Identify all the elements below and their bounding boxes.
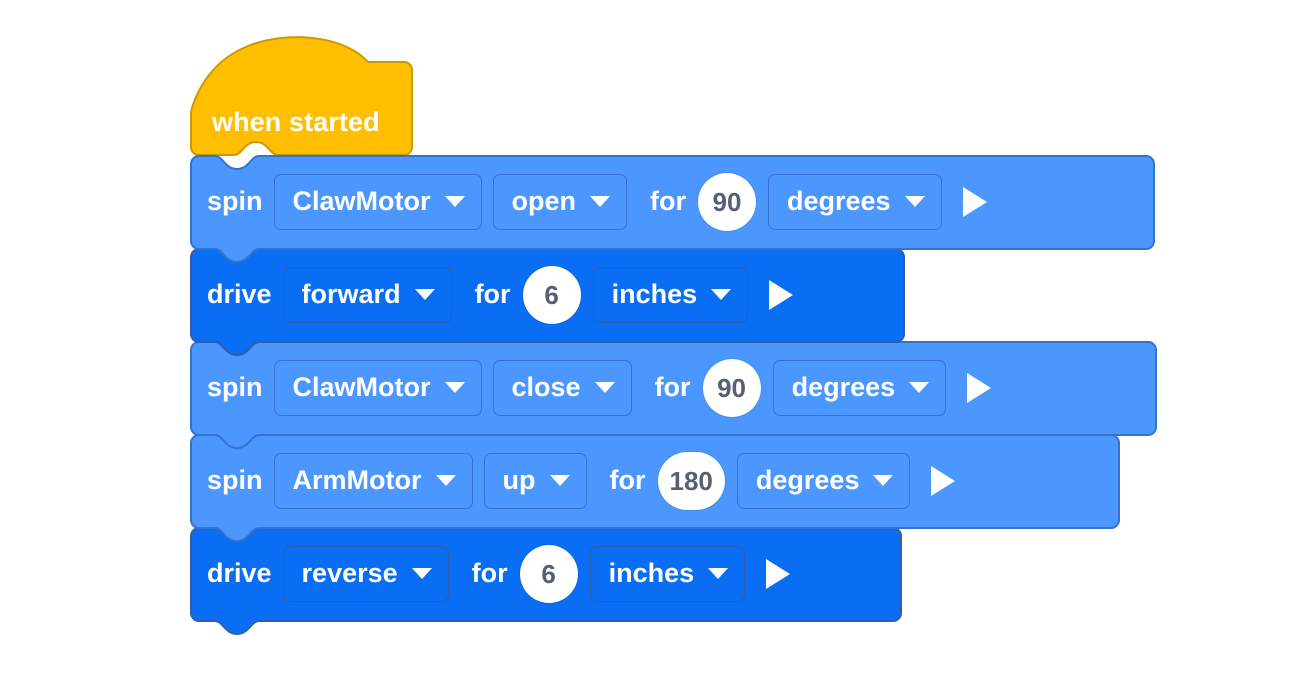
chevron-down-icon	[411, 568, 432, 579]
number-input-value: 180	[669, 465, 713, 496]
block-fields: drive forward for 6 inches	[190, 248, 807, 341]
hat-block-label: when started	[212, 107, 380, 137]
block-keyword: spin	[207, 465, 263, 495]
number-input-amount[interactable]: 180	[657, 451, 725, 510]
label-for: for	[474, 279, 511, 309]
run-arrow-icon[interactable]	[769, 279, 794, 310]
chevron-down-icon	[549, 475, 570, 486]
dropdown-units[interactable]: inches	[592, 266, 749, 323]
block-fields: drive reverse for 6 inches	[190, 527, 804, 620]
dropdown-motor[interactable]: ClawMotor	[273, 359, 482, 416]
label-for: for	[471, 558, 508, 588]
block-keyword: spin	[207, 372, 263, 402]
dropdown-units-value: degrees	[791, 372, 896, 402]
dropdown-direction-value: forward	[301, 279, 401, 309]
when-started-hat-block[interactable]: when started	[190, 30, 413, 156]
number-input-value: 90	[717, 372, 747, 403]
drive-block[interactable]: drive forward for 6 inches	[190, 248, 905, 357]
dropdown-direction-value: up	[502, 465, 536, 495]
number-input-value: 6	[544, 279, 559, 310]
dropdown-motor[interactable]: ArmMotor	[273, 452, 473, 509]
number-input-amount[interactable]: 90	[698, 172, 757, 231]
dropdown-direction-value: reverse	[301, 558, 398, 588]
run-arrow-icon[interactable]	[766, 558, 791, 589]
dropdown-units-value: inches	[608, 558, 695, 588]
dropdown-units[interactable]: degrees	[768, 173, 942, 230]
chevron-down-icon	[590, 196, 611, 207]
spin-block[interactable]: spin ClawMotor open for 90 degrees	[190, 155, 1155, 264]
run-arrow-icon[interactable]	[931, 465, 956, 496]
dropdown-units[interactable]: degrees	[772, 359, 947, 416]
block-keyword: drive	[207, 279, 272, 309]
number-input-value: 6	[541, 558, 556, 589]
dropdown-motor[interactable]: ClawMotor	[273, 173, 482, 230]
dropdown-direction[interactable]: forward	[282, 266, 452, 323]
dropdown-units-value: inches	[611, 279, 698, 309]
number-input-amount[interactable]: 6	[522, 265, 581, 324]
dropdown-direction[interactable]: open	[492, 173, 628, 230]
dropdown-motor-value: ClawMotor	[292, 186, 431, 216]
chevron-down-icon	[444, 382, 465, 393]
dropdown-units[interactable]: degrees	[736, 452, 911, 509]
chevron-down-icon	[414, 289, 435, 300]
run-arrow-icon[interactable]	[967, 372, 992, 403]
spin-block[interactable]: spin ClawMotor close for 90 degrees	[190, 341, 1157, 450]
chevron-down-icon	[708, 568, 729, 579]
chevron-down-icon	[909, 382, 930, 393]
block-fields: spin ArmMotor up for 180 degrees	[190, 434, 969, 527]
chevron-down-icon	[873, 475, 894, 486]
chevron-down-icon	[444, 196, 465, 207]
block-fields: spin ClawMotor close for 90 degrees	[190, 341, 1005, 434]
label-for: for	[609, 465, 646, 495]
number-input-value: 90	[712, 186, 742, 217]
chevron-down-icon	[904, 196, 925, 207]
dropdown-motor-value: ArmMotor	[292, 465, 422, 495]
dropdown-units-value: degrees	[787, 186, 891, 216]
number-input-amount[interactable]: 90	[702, 358, 761, 417]
dropdown-direction-value: open	[511, 186, 577, 216]
block-keyword: drive	[207, 558, 272, 588]
dropdown-direction[interactable]: close	[492, 359, 632, 416]
block-keyword: spin	[207, 186, 263, 216]
chevron-down-icon	[435, 475, 456, 486]
chevron-down-icon	[594, 382, 615, 393]
chevron-down-icon	[711, 289, 732, 300]
dropdown-motor-value: ClawMotor	[292, 372, 431, 402]
label-for: for	[650, 186, 687, 216]
dropdown-direction[interactable]: up	[483, 452, 587, 509]
drive-block[interactable]: drive reverse for 6 inches	[190, 527, 902, 636]
dropdown-direction[interactable]: reverse	[282, 545, 449, 602]
run-arrow-icon[interactable]	[962, 186, 987, 217]
number-input-amount[interactable]: 6	[519, 544, 578, 603]
block-fields: spin ClawMotor open for 90 degrees	[190, 155, 1001, 248]
dropdown-units-value: degrees	[755, 465, 860, 495]
dropdown-direction-value: close	[511, 372, 581, 402]
hat-block-shape	[190, 36, 413, 156]
dropdown-units[interactable]: inches	[589, 545, 746, 602]
label-for: for	[654, 372, 691, 402]
